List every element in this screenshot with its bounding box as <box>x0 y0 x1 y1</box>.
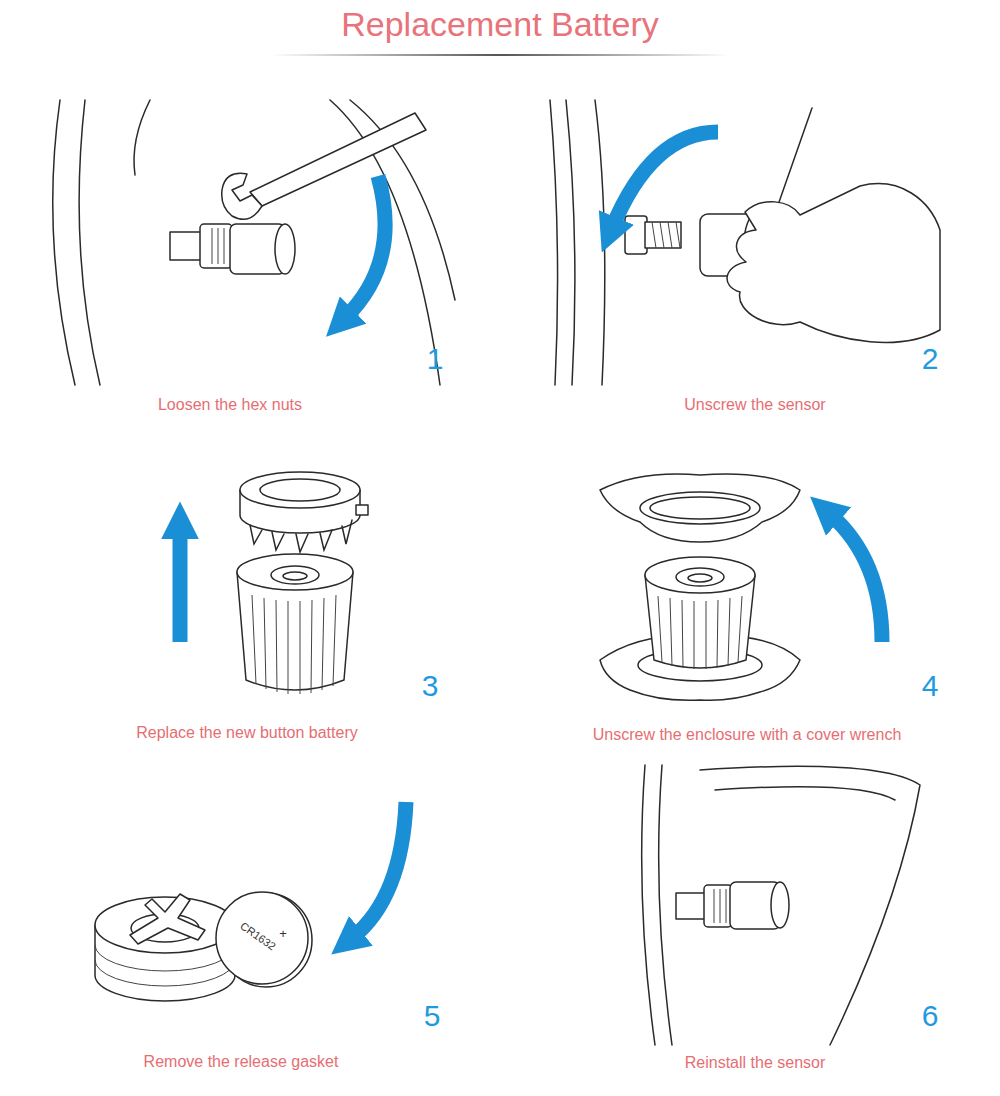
step-number: 1 <box>427 342 444 375</box>
title-rule <box>270 54 730 56</box>
tire-line <box>715 787 895 800</box>
panel-enclosure <box>600 474 882 700</box>
step-caption: Reinstall the sensor <box>685 1054 826 1072</box>
sensor-face <box>771 882 789 928</box>
step-caption: Replace the new button battery <box>136 724 357 742</box>
wrench-ring-inner <box>650 497 750 519</box>
thread <box>714 889 726 923</box>
wrench-jaw <box>222 173 262 219</box>
body-ribs <box>658 596 742 669</box>
wrench-ring <box>640 492 760 524</box>
tire-line <box>53 100 75 385</box>
step-number: 6 <box>922 999 939 1032</box>
body-hole <box>283 572 307 580</box>
cover-tab <box>356 505 368 515</box>
panel-loosen <box>53 100 455 385</box>
turn-arrow <box>612 132 718 228</box>
cover-ring <box>240 472 360 508</box>
panel-gasket <box>95 802 406 1001</box>
turn-arrow <box>830 514 882 642</box>
release-gasket <box>130 894 205 944</box>
tire-line <box>566 100 575 385</box>
step-caption: Remove the release gasket <box>144 1053 339 1071</box>
tire-line <box>134 100 150 175</box>
sensor-face <box>275 224 295 274</box>
body-top <box>645 557 755 593</box>
valve-stem <box>676 893 706 919</box>
cover-teeth <box>250 520 352 552</box>
body-ribs <box>252 595 336 694</box>
thread <box>212 228 224 264</box>
tire-line <box>700 766 920 1045</box>
wrench-handle <box>250 113 426 206</box>
page-title: Replacement Battery <box>341 6 659 43</box>
down-arrow <box>352 802 406 938</box>
body-thread <box>271 566 319 584</box>
cord-line <box>778 108 812 205</box>
tire-line <box>79 100 100 385</box>
step-number: 4 <box>922 669 939 702</box>
tire-line <box>659 765 672 1045</box>
tire-line <box>550 100 558 385</box>
panel-unscrew <box>550 100 940 385</box>
tire-line <box>595 100 605 385</box>
tire-line <box>642 765 655 1045</box>
cover-wrench <box>600 474 800 542</box>
polarity-mark: + <box>279 927 287 941</box>
hand <box>727 184 940 343</box>
hex-nut <box>200 224 232 268</box>
panel-reinstall <box>642 765 920 1045</box>
hex-nut <box>625 216 647 254</box>
body-top <box>237 554 353 590</box>
turn-arrow <box>345 176 385 318</box>
step-number: 3 <box>422 669 439 702</box>
step-number: 2 <box>922 342 939 375</box>
step-caption: Unscrew the sensor <box>684 396 825 414</box>
panel-battery <box>180 472 368 694</box>
body-thread <box>676 568 724 586</box>
step-caption: Loosen the hex nuts <box>158 396 302 414</box>
thread-stem <box>645 222 681 248</box>
step-number: 5 <box>424 999 441 1032</box>
thread <box>652 222 680 248</box>
button-battery <box>216 892 308 984</box>
lift-arrow <box>173 528 188 642</box>
body-hole <box>688 574 712 582</box>
hex-nut <box>704 885 732 927</box>
cover-ring-hole <box>260 479 340 501</box>
step-caption: Unscrew the enclosure with a cover wrenc… <box>593 726 902 744</box>
